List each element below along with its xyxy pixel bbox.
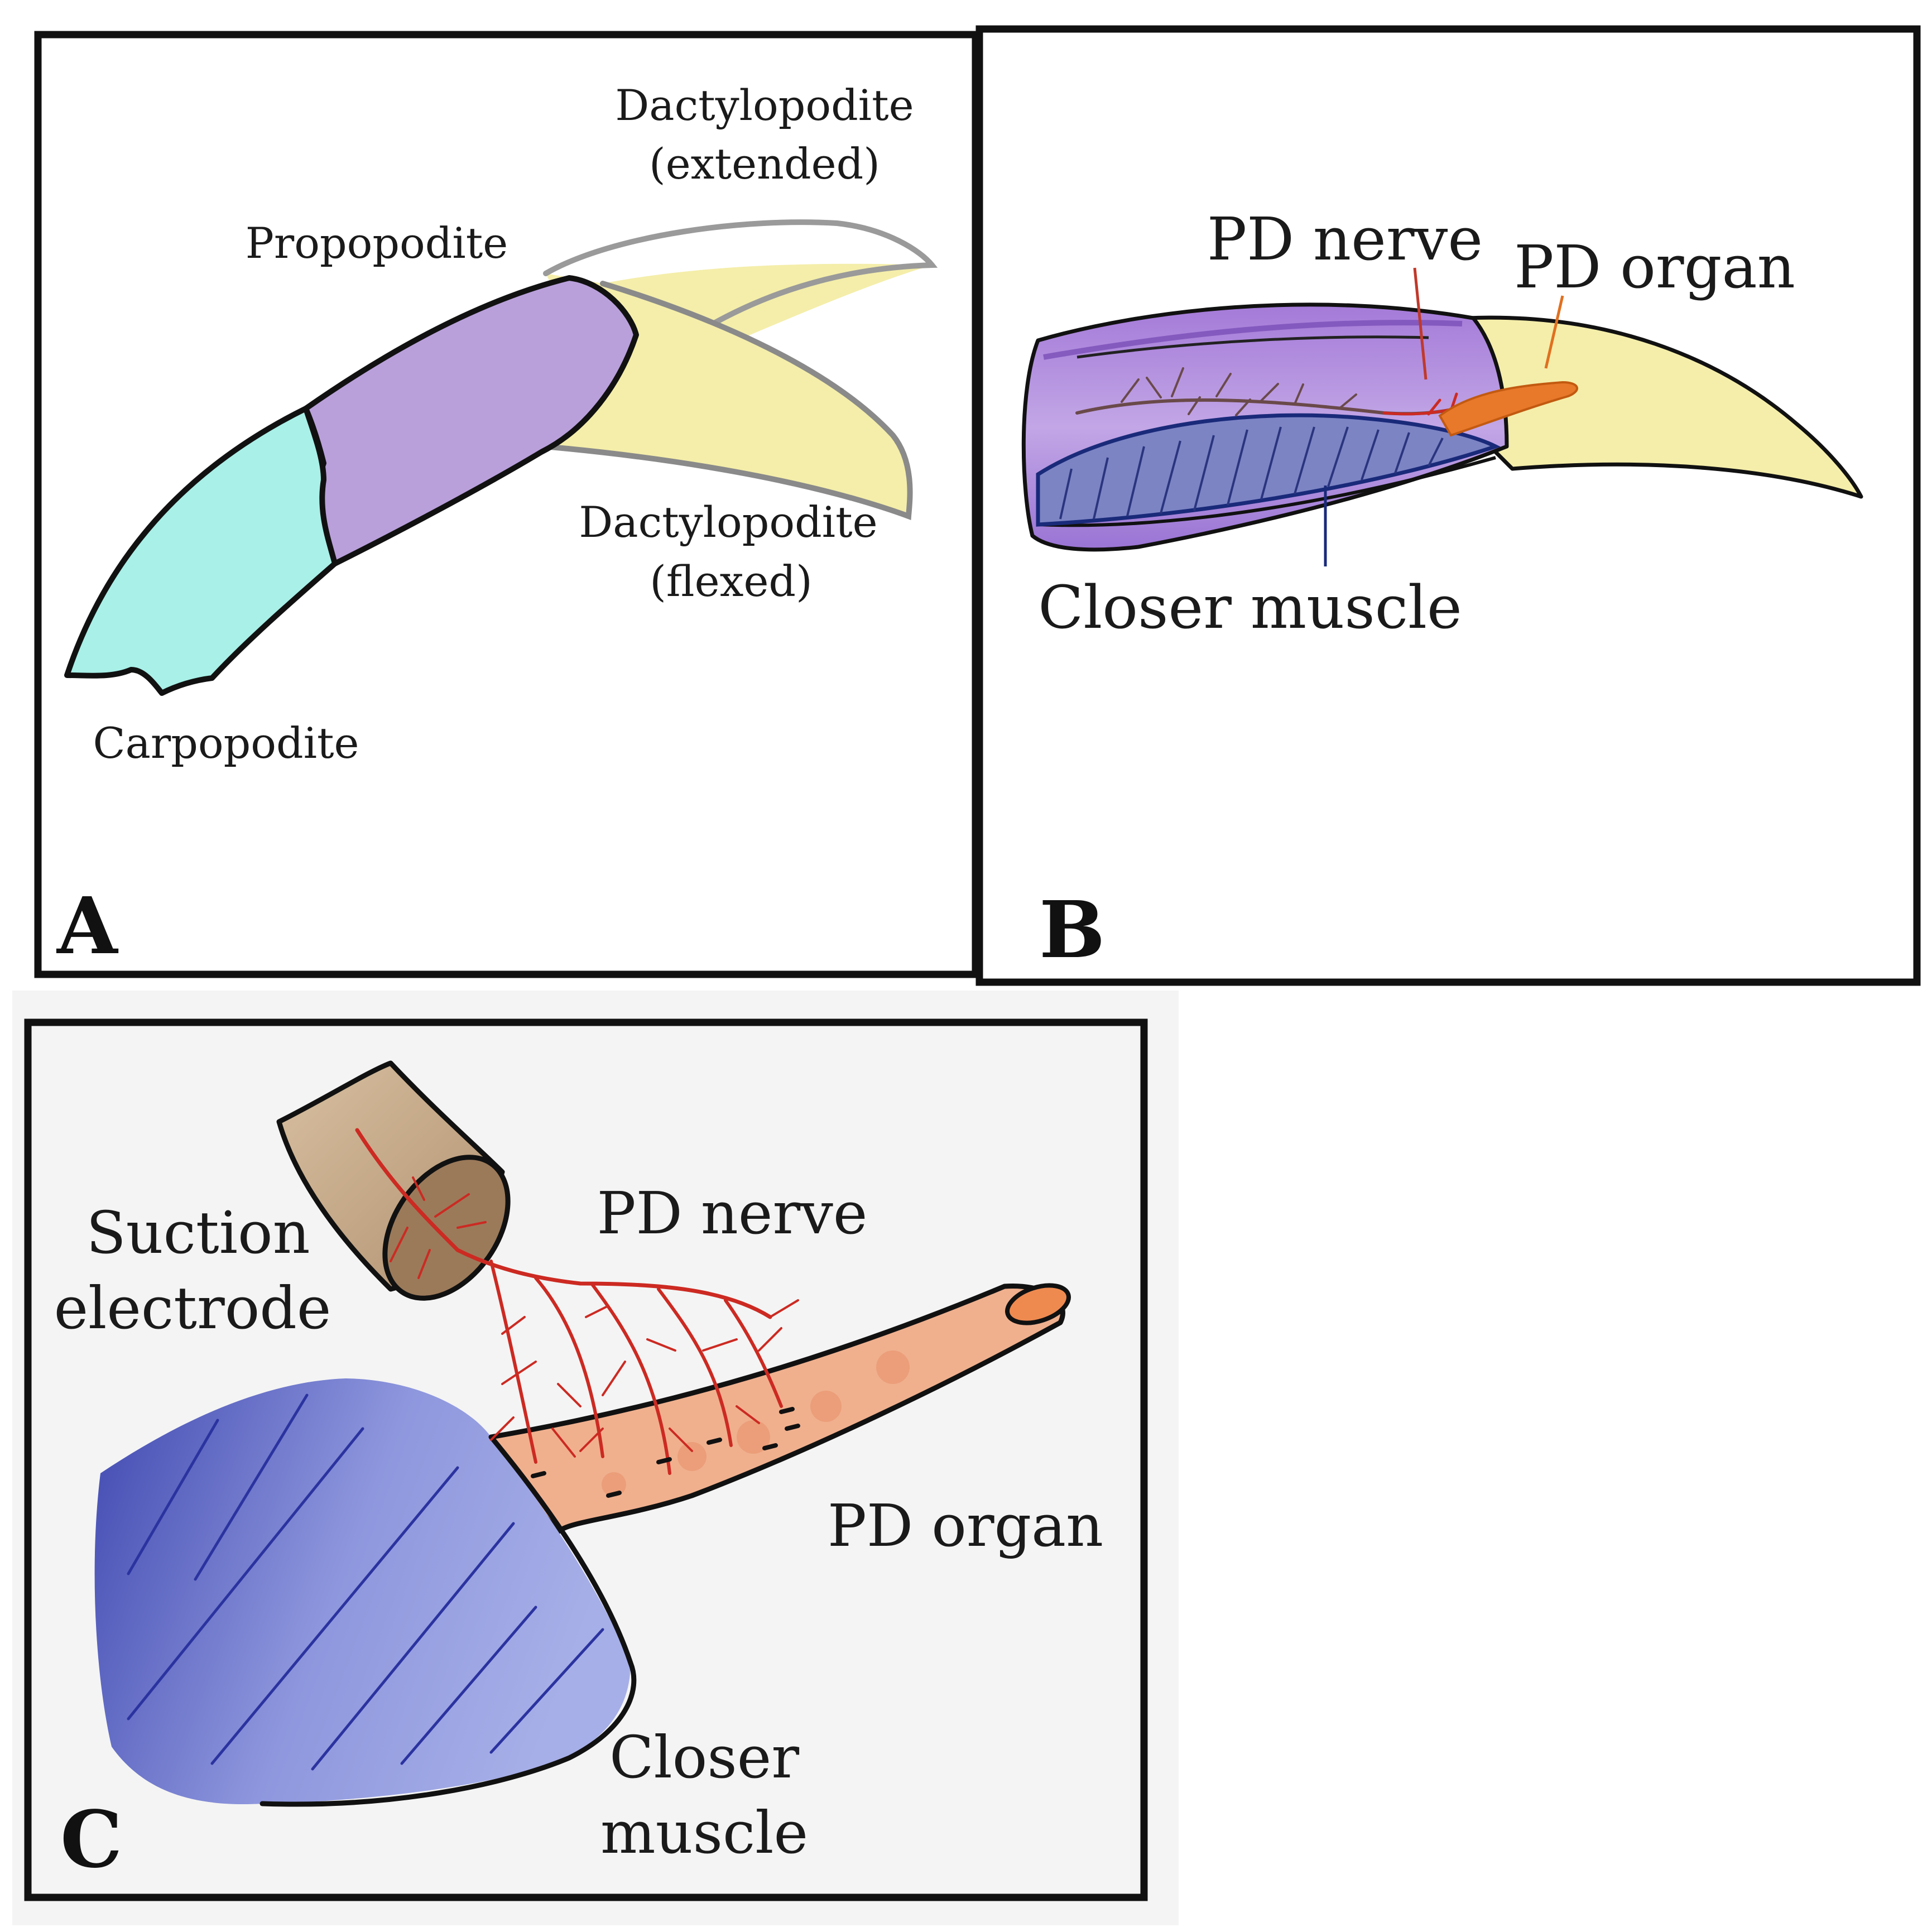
dactylopodite-extended-outline <box>543 219 938 393</box>
pd-organ-c-tip <box>1005 1283 1071 1325</box>
nerve-terminals <box>531 1407 800 1498</box>
label-pd-nerve-b: PD nerve <box>1207 205 1483 273</box>
panel-letter-c: C <box>60 1794 122 1886</box>
dactylopodite-flexed-outline <box>541 281 913 520</box>
label-propopodite: Propopodite <box>246 218 508 268</box>
closer-muscle-c-outline <box>259 1434 637 1807</box>
label-closer-2: muscle <box>600 1799 808 1867</box>
label-suction-2: electrode <box>54 1274 331 1342</box>
panel-b: PD nerve PD organ Closer muscle B <box>975 25 1921 986</box>
label-suction-1: Suction <box>86 1199 310 1267</box>
closer-muscle-c <box>94 1378 631 1805</box>
panel-a: Dactylopodite (extended) Propopodite Dac… <box>34 31 979 978</box>
label-pd-organ-b: PD organ <box>1514 233 1795 301</box>
leader-pd-nerve-b <box>1413 267 1428 380</box>
label-dactylopodite-flexed-2: (flexed) <box>650 556 812 606</box>
closer-muscle-b <box>1036 413 1501 527</box>
label-dactylopodite-extended-1: Dactylopodite <box>615 80 914 130</box>
label-pd-organ-c: PD organ <box>828 1492 1103 1560</box>
carpopodite-broken-edge <box>66 668 213 695</box>
dactylopodite-b <box>1465 315 1863 499</box>
propus-lower-line <box>1037 456 1496 527</box>
propus-inner-line <box>1076 335 1429 359</box>
closer-muscle-b-fibers <box>1059 426 1444 520</box>
label-dactylopodite-flexed-1: Dactylopodite <box>579 497 877 547</box>
label-carpopodite: Carpopodite <box>93 718 359 768</box>
pd-nerve-c <box>355 1128 799 1475</box>
pd-organ-c-spots <box>602 1351 910 1497</box>
label-pd-nerve-c: PD nerve <box>597 1179 868 1247</box>
pd-organ-b <box>1438 381 1578 437</box>
label-dactylopodite-extended-2: (extended) <box>649 139 880 189</box>
leader-pd-organ-b <box>1544 295 1564 369</box>
closer-muscle-c-fibers <box>127 1393 604 1771</box>
panel-letter-a: A <box>56 881 119 972</box>
panel-letter-b: B <box>1039 885 1105 976</box>
label-closer-1: Closer <box>609 1723 799 1791</box>
suction-electrode-opening <box>382 1155 511 1301</box>
panel-c: Suction electrode PD nerve PD organ Clos… <box>12 991 1179 1925</box>
propus-highlight <box>1043 320 1463 360</box>
label-closer-muscle-b: Closer muscle <box>1038 573 1462 642</box>
